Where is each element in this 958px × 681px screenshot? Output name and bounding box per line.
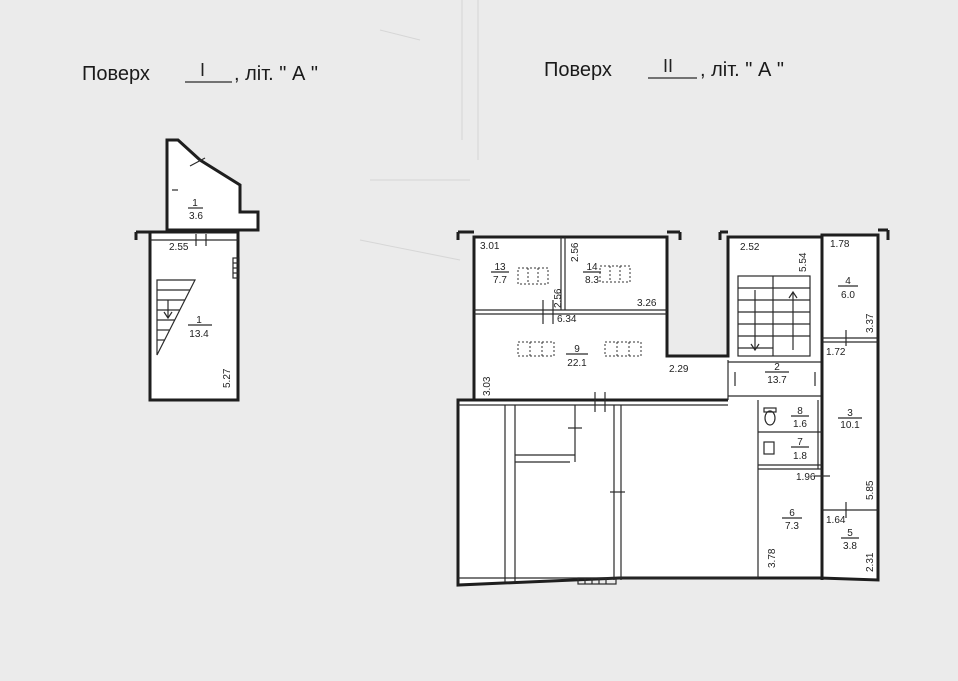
room-number: 1 <box>196 315 202 326</box>
room-number: 8 <box>797 406 803 417</box>
header-floor-number: I <box>200 60 205 80</box>
header-floor-2: Поверх II , літ. " А " <box>544 56 784 81</box>
header-suffix: , літ. " А " <box>234 63 318 85</box>
dimension-label: 5.85 <box>865 480 876 500</box>
room-number: 14 <box>586 262 598 273</box>
dimension-label: 3.03 <box>482 376 493 396</box>
background-ghost-marks <box>359 0 479 261</box>
room-area: 6.0 <box>841 290 855 301</box>
room-number: 5 <box>847 528 853 539</box>
room-area: 13.4 <box>189 329 209 340</box>
room-area: 1.8 <box>793 451 807 462</box>
dimension-label: 2.29 <box>669 364 689 375</box>
header-word: Поверх <box>82 63 150 85</box>
dimension-label: 2.56 <box>570 242 581 262</box>
room-area: 1.6 <box>793 419 807 430</box>
dimension-label: 1.72 <box>826 347 846 358</box>
dimension-label: 3.78 <box>767 548 778 568</box>
dimension-label: 3.01 <box>480 241 500 252</box>
dimension-label: 5.27 <box>222 368 233 388</box>
dimension-label: 2.56 <box>553 288 564 308</box>
floor-1-plan: 1 3.6 1 13.4 2.55 5.27 <box>134 138 260 402</box>
dimension-label: 5.54 <box>798 252 809 272</box>
dimension-label: 2.52 <box>740 242 760 253</box>
room-number: 1 <box>192 198 198 209</box>
room-area: 10.1 <box>840 420 860 431</box>
room-area: 3.6 <box>189 211 203 222</box>
room-area: 8.3 <box>585 275 599 286</box>
room-number: 4 <box>845 276 851 287</box>
dimension-label: 1.78 <box>830 239 850 250</box>
room-number: 2 <box>774 362 780 373</box>
floor-1-main-room <box>148 230 240 402</box>
dimension-label: 3.26 <box>637 298 657 309</box>
room-area: 13.7 <box>767 375 787 386</box>
floor-2-plan: 13 7.7 14 8.3 9 22.1 2 13.7 4 6.0 3 10.1… <box>456 228 890 587</box>
room-area: 22.1 <box>567 358 587 369</box>
room-area: 3.8 <box>843 541 857 552</box>
room-number: 9 <box>574 344 580 355</box>
dimension-label: 1.64 <box>826 515 846 526</box>
room-area: 7.3 <box>785 521 799 532</box>
dimension-label: 1.96 <box>796 472 816 483</box>
room-area: 7.7 <box>493 275 507 286</box>
floor-2-outline <box>456 233 880 587</box>
dimension-label: 3.37 <box>865 313 876 333</box>
room-number: 7 <box>797 437 803 448</box>
dimension-label: 6.34 <box>557 314 577 325</box>
floor-2-stair <box>737 275 811 357</box>
room-number: 6 <box>789 508 795 519</box>
header-floor-1: Поверх I , літ. " А " <box>82 60 318 85</box>
room-number: 13 <box>494 262 506 273</box>
header-floor-number: II <box>663 56 673 76</box>
dimension-label: 2.55 <box>169 242 189 253</box>
header-word: Поверх <box>544 59 612 81</box>
dimension-label: 2.31 <box>865 552 876 572</box>
floor-1-stair <box>156 279 196 356</box>
header-suffix: , літ. " А " <box>700 59 784 81</box>
room-number: 3 <box>847 408 853 419</box>
floor-1-vestibule <box>165 138 260 232</box>
